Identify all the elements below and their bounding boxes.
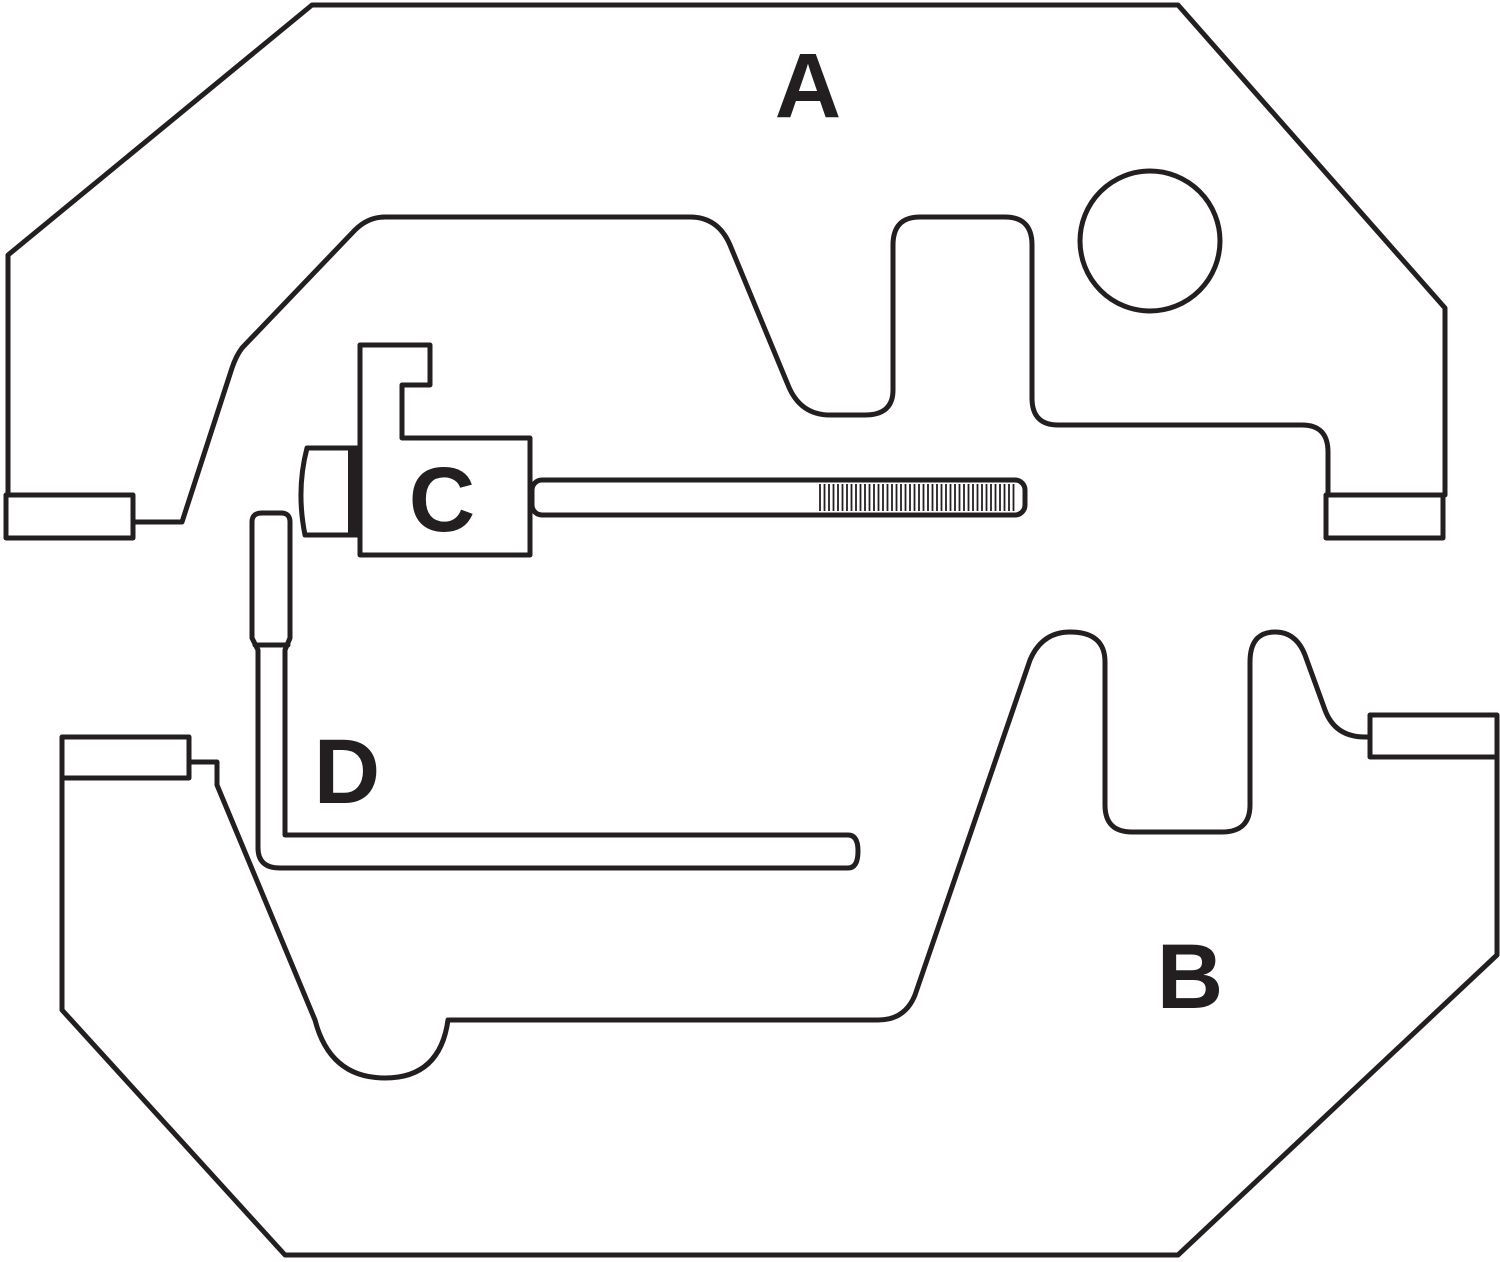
part-a-outline [5, 2, 1448, 525]
part-a-right-tab [1323, 492, 1446, 541]
part-a-left-tab [3, 492, 136, 541]
part-b-right-tab [1367, 712, 1500, 760]
part-c-knob-band [348, 450, 358, 534]
label-a: A [775, 35, 841, 137]
part-c-thread [819, 484, 1015, 511]
part-c: C [298, 342, 1028, 558]
label-b: B [1157, 926, 1223, 1028]
part-d: D [249, 510, 861, 871]
label-c: C [409, 449, 475, 551]
part-a-hole [1077, 168, 1223, 314]
part-d-hex-key [249, 510, 861, 871]
part-b-outline [59, 629, 1500, 1258]
label-d: D [314, 721, 380, 823]
part-c-body [357, 342, 533, 558]
part-a: A [3, 2, 1448, 541]
part-c-knob [298, 445, 361, 538]
part-b: B [59, 629, 1500, 1258]
part-b-left-tab [59, 734, 192, 781]
